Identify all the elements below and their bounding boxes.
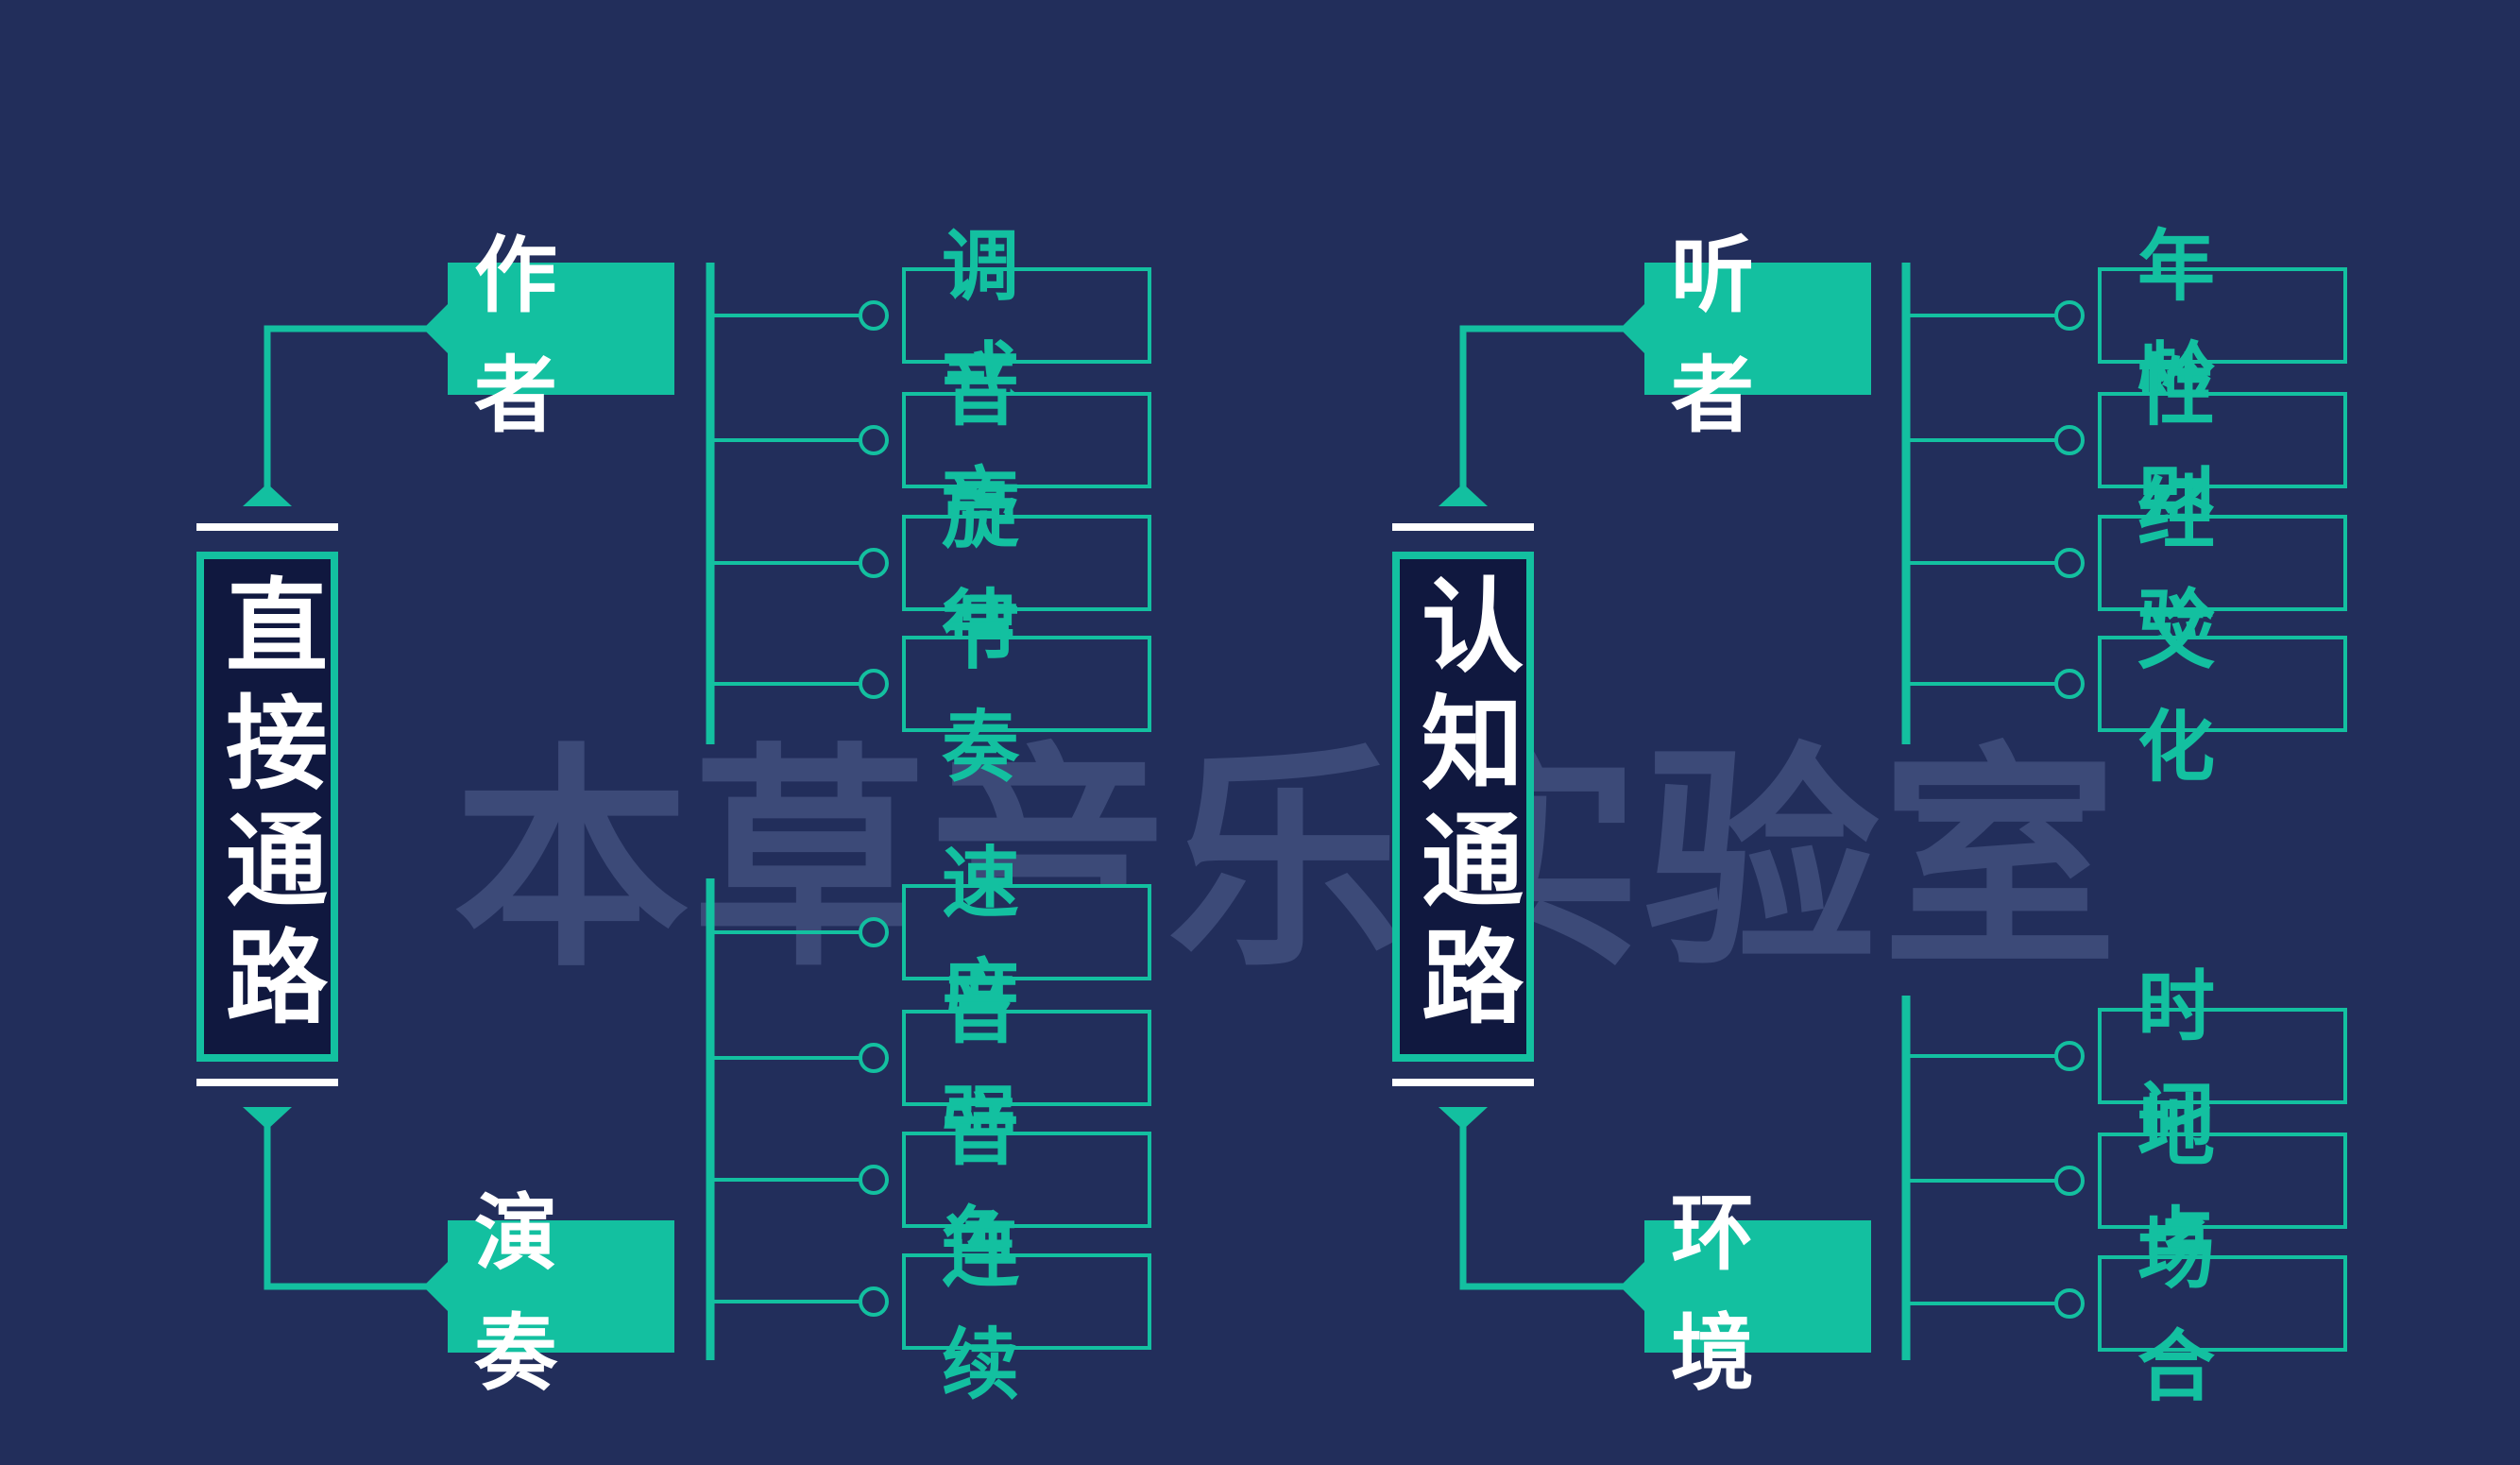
leaf-culture: 文 化 [2098,590,2347,792]
left-performance-arrow [243,1107,292,1130]
right-main-top-rule [1392,523,1534,531]
left-performance-elbow [264,1107,431,1290]
right-main-node: 认知通路 [1392,552,1534,1062]
left-main-bottom-rule [196,1079,338,1086]
left-author-node-2 [859,548,889,578]
right-listener-node-0 [2054,300,2085,331]
right-listener-node-1 [2054,425,2085,455]
leaf-legato: 连 续 [902,1208,1151,1410]
leaf-age: 年 龄 [2098,222,2347,424]
right-environment-node-1 [2054,1166,2085,1196]
leaf-rhythm: 节 奏 [902,590,1151,792]
right-listener-node-2 [2054,548,2085,578]
left-performance-node-3 [859,1286,889,1317]
right-listener-pointer [1620,304,1644,353]
right-listener-elbow [1459,325,1627,506]
right-listener-arrow [1439,484,1488,506]
listener-node: 听者 [1644,227,1871,444]
environment-node: 环境 [1644,1184,1871,1402]
author-node: 作者 [448,227,674,444]
left-performance-node-1 [859,1043,889,1073]
performance-node: 演奏 [448,1184,674,1402]
left-author-pointer [423,304,448,353]
left-main-label: 直接通路 [209,572,327,1041]
watermark: 本草音乐实验室 [453,721,2120,998]
left-author-elbow [264,325,431,506]
left-author-arrow [243,484,292,506]
left-author-node-0 [859,300,889,331]
right-listener-node-3 [2054,669,2085,699]
left-main-top-rule [196,523,338,531]
right-environment-node-0 [2054,1041,2085,1071]
left-performance-node-2 [859,1165,889,1195]
right-main-bottom-rule [1392,1079,1534,1086]
left-author-node-1 [859,425,889,455]
left-author-node-3 [859,669,889,699]
right-environment-pointer [1620,1262,1644,1311]
right-environment-node-2 [2054,1288,2085,1319]
leaf-occasion: 场 合 [2098,1210,2347,1412]
right-environment-elbow [1459,1107,1627,1290]
right-main-label: 认知通路 [1405,572,1523,1041]
right-environment-arrow [1439,1107,1488,1130]
left-performance-pointer [423,1262,448,1311]
left-main-node: 直接通路 [196,552,338,1062]
leaf-place: 地 点 [2098,1087,2347,1289]
left-performance-node-0 [859,917,889,947]
